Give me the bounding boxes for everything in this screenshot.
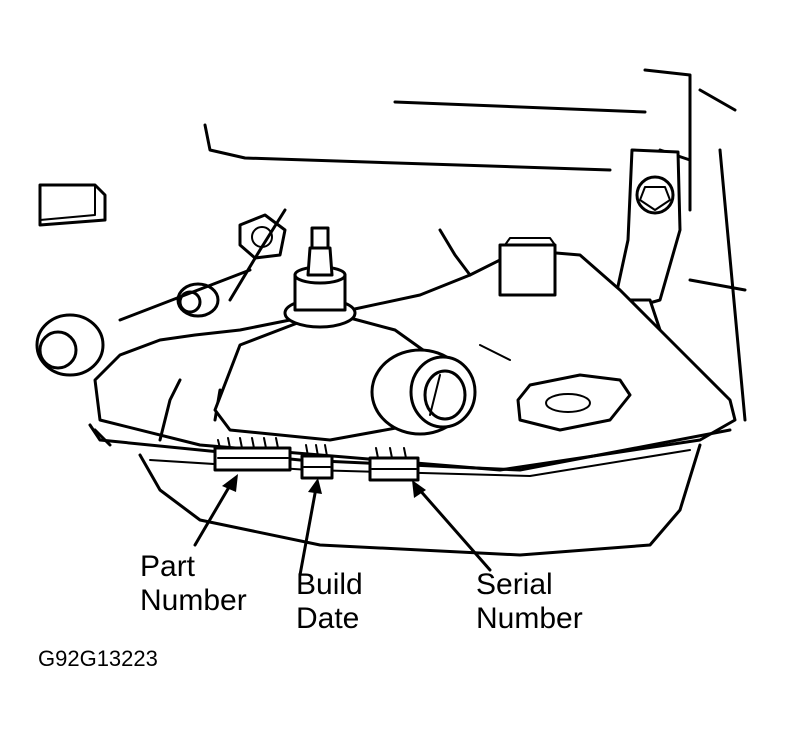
build-date-tag <box>300 444 334 480</box>
mount-ear <box>516 373 632 432</box>
serial-number-label-line2: Number <box>476 602 583 635</box>
part-number-arrow <box>193 474 238 547</box>
build-date-arrow <box>298 478 322 577</box>
part-number-label-line2: Number <box>140 584 247 617</box>
left-bracket <box>38 183 107 227</box>
build-date-label: Build Date <box>296 568 363 636</box>
sensor-block <box>498 237 557 297</box>
build-date-label-line1: Build <box>296 568 363 601</box>
serial-number-arrow <box>412 480 492 572</box>
figure-code: G92G13223 <box>38 646 158 671</box>
serial-number-tag <box>368 447 420 482</box>
left-bolts <box>35 213 287 377</box>
part-number-tag <box>213 437 292 472</box>
fitting <box>370 348 477 436</box>
part-number-label-line1: Part <box>140 550 196 583</box>
build-date-label-line2: Date <box>296 602 360 635</box>
serial-number-label-line1: Serial <box>476 568 553 601</box>
serial-number-label: Serial Number <box>476 568 583 636</box>
part-number-label: Part Number <box>140 550 247 618</box>
